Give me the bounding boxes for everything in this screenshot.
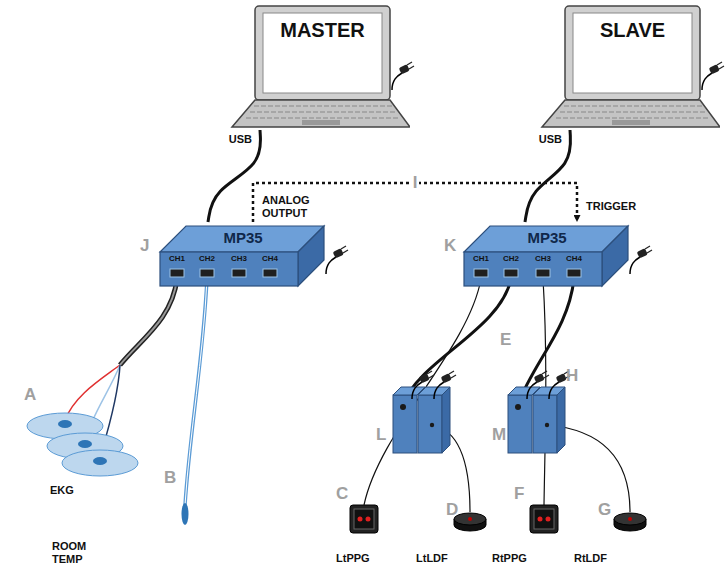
callout-letter: M	[492, 425, 506, 445]
callout-letter: E	[500, 330, 511, 350]
part-label: TRIGGER	[586, 200, 636, 213]
computer-name: SLAVE	[565, 19, 700, 41]
ekg-electrodes	[27, 279, 177, 476]
laser-doppler-unit	[508, 371, 571, 453]
callout-letter: I	[411, 173, 420, 193]
part-label: LtPPG	[336, 552, 370, 565]
ldf-probe	[614, 513, 646, 531]
channel-label: CH2	[496, 255, 526, 264]
channel-label: CH1	[466, 255, 496, 264]
callout-letter: G	[598, 500, 611, 520]
part-label: ROOM TEMP	[52, 540, 96, 565]
part-label: RtLDF	[574, 552, 607, 565]
power-plug	[326, 246, 348, 274]
device-name: MP35	[188, 230, 298, 247]
power-plug	[702, 62, 724, 90]
laser-doppler-unit	[393, 371, 456, 453]
laptop-computer: MASTER	[230, 5, 410, 130]
acquisition-unit: MP35CH1CH2CH3CH4	[158, 222, 328, 290]
part-label: LtLDF	[416, 552, 448, 565]
part-label: ANALOG OUTPUT	[262, 194, 326, 219]
sensor-wires	[364, 279, 630, 512]
callout-letter: H	[566, 366, 578, 386]
callout-letter: D	[446, 500, 458, 520]
computer-name: MASTER	[255, 19, 390, 41]
callout-letter: F	[514, 484, 524, 504]
channel-label: CH4	[255, 255, 285, 264]
callout-letter: A	[24, 385, 36, 405]
laptop-computer: SLAVE	[540, 5, 720, 130]
ppg-sensor	[350, 505, 378, 533]
cable-label: USB	[227, 133, 254, 146]
callout-letter: B	[164, 468, 176, 488]
callout-letter: J	[140, 236, 149, 256]
part-label: RtPPG	[492, 552, 527, 565]
callout-letter: L	[376, 425, 386, 445]
acquisition-unit: MP35CH1CH2CH3CH4	[462, 222, 632, 290]
callout-letter: K	[444, 236, 456, 256]
power-plug	[630, 246, 652, 274]
part-label: EKG	[50, 484, 74, 497]
channel-label: CH3	[528, 255, 558, 264]
callout-letter: C	[336, 484, 348, 504]
channel-label: CH1	[162, 255, 192, 264]
usb-cable	[525, 130, 571, 222]
temperature-probe	[182, 279, 208, 525]
cable-label: USB	[537, 133, 564, 146]
channel-label: CH2	[192, 255, 222, 264]
channel-label: CH4	[559, 255, 589, 264]
device-name: MP35	[492, 230, 602, 247]
power-plug	[392, 62, 414, 90]
ppg-sensor	[530, 505, 558, 533]
channel-label: CH3	[224, 255, 254, 264]
ldf-probe	[454, 513, 486, 531]
